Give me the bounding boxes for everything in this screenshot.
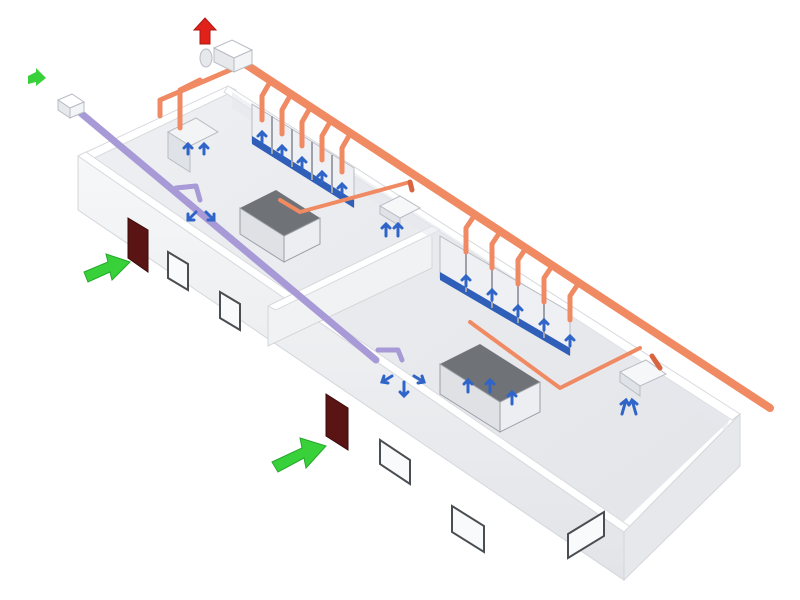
corner-cabinet: [166, 117, 220, 173]
exhaust-duct-system: [157, 54, 774, 412]
airflow-arrows: [182, 129, 639, 416]
airflow-arrow-icon: [538, 317, 550, 332]
fresh-air-arrows: [28, 68, 327, 473]
supply-branch: [173, 183, 203, 203]
airflow-arrow-icon: [460, 273, 472, 288]
airflow-arrow-icon: [380, 374, 394, 385]
fume-hood-trim: [252, 136, 354, 208]
airflow-arrow-icon: [564, 333, 576, 348]
airflow-arrow-icon: [198, 141, 210, 156]
airflow-arrow-icon: [619, 397, 631, 416]
supply-fan: [56, 93, 86, 119]
building: [77, 85, 741, 582]
inflow-arrow-icon: [28, 68, 46, 86]
airflow-arrow-icon: [276, 143, 288, 158]
airflow-arrow-icon: [186, 210, 198, 222]
lab-bench-icon: [240, 190, 320, 236]
airflow-arrow-icon: [256, 129, 268, 144]
airflow-arrow-icon: [316, 169, 328, 184]
door-icon: [127, 217, 149, 273]
supply-main-duct: [66, 100, 380, 364]
airflow-arrow-icon: [412, 374, 426, 385]
exhaust-main-duct: [232, 54, 774, 412]
airflow-arrow-icon: [392, 221, 404, 238]
airflow-arrow-icon: [398, 380, 410, 399]
airflow-arrow-icon: [336, 181, 348, 196]
airflow-arrow-icon: [506, 389, 518, 406]
airflow-arrow-icon: [380, 221, 392, 238]
supply-duct-system: [66, 100, 405, 364]
window-icon: [167, 250, 189, 292]
supply-branch: [375, 347, 405, 363]
airflow-arrow-icon: [486, 287, 498, 302]
lab-bench-icon: [440, 344, 540, 402]
airflow-arrow-icon: [182, 141, 194, 156]
lab-bench-room2: [439, 344, 541, 433]
window-icon: [219, 290, 241, 332]
exhaust-branch: [157, 61, 247, 119]
floor: [86, 88, 730, 530]
right-end-wall: [623, 412, 741, 582]
window-icon: [451, 504, 485, 554]
airflow-arrow-icon: [512, 303, 524, 318]
door-icon: [325, 393, 349, 451]
exhaust-arrow-icon: [192, 17, 218, 45]
airflow-arrow-icon: [484, 377, 496, 394]
front-windows: [167, 250, 605, 560]
inflow-arrow-icon: [83, 253, 131, 283]
fume-hood-row-room2: [439, 235, 571, 356]
fume-hood-row-room1: [251, 103, 355, 208]
airflow-arrow-icon: [296, 155, 308, 170]
exhaust-outflow-arrow: [192, 17, 218, 45]
window-icon: [567, 510, 605, 560]
airflow-arrow-icon: [462, 377, 474, 394]
fume-hood-trim: [440, 272, 570, 356]
airflow-arrow-icon: [627, 397, 639, 416]
window-icon: [379, 438, 411, 486]
airflow-arrow-icon: [204, 210, 216, 222]
inflow-arrow-icon: [271, 437, 327, 473]
lab-bench-room1: [239, 190, 321, 263]
doors: [127, 217, 349, 451]
exhaust-fan: [199, 39, 254, 73]
exhaust-branch: [177, 77, 203, 131]
